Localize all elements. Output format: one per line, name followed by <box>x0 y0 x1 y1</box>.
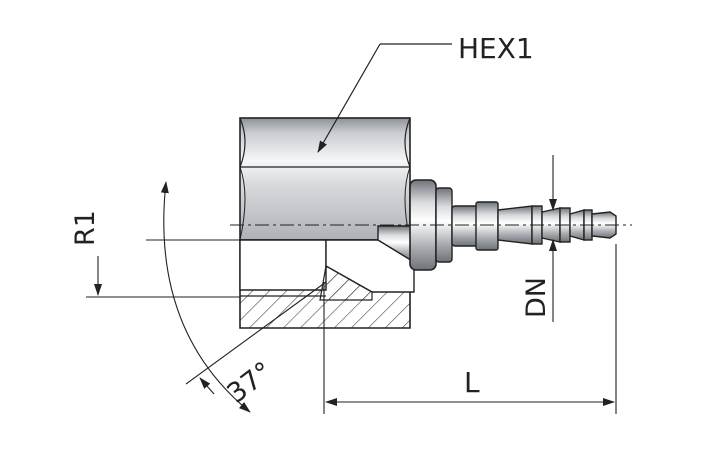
hose-barb <box>451 201 617 251</box>
section-cone-face <box>319 265 373 301</box>
length-label: L <box>464 366 480 399</box>
hex-nut-chamfer-left <box>239 117 246 168</box>
hex-nut <box>239 117 411 241</box>
dn-label: DN <box>521 277 552 318</box>
angle-arc <box>160 181 251 413</box>
hex-nut-chamfer-right <box>404 117 411 168</box>
angle-label: 37° <box>222 356 279 410</box>
r1-label: R1 <box>70 210 101 246</box>
barb-shoulder <box>475 201 499 251</box>
hex-nut-body <box>239 117 411 241</box>
hex-nut-section <box>239 225 431 329</box>
section-bore <box>239 239 327 291</box>
hex-leader-arrow <box>317 43 381 153</box>
length-dimension: L <box>323 244 617 414</box>
dn-dimension: DN <box>521 155 557 322</box>
hex-label: HEX1 <box>458 32 534 65</box>
barb-shank <box>451 205 479 247</box>
hex-leader: HEX1 <box>317 32 534 153</box>
barb-tip <box>591 211 617 239</box>
angle-arrow-to-leg <box>199 377 215 395</box>
